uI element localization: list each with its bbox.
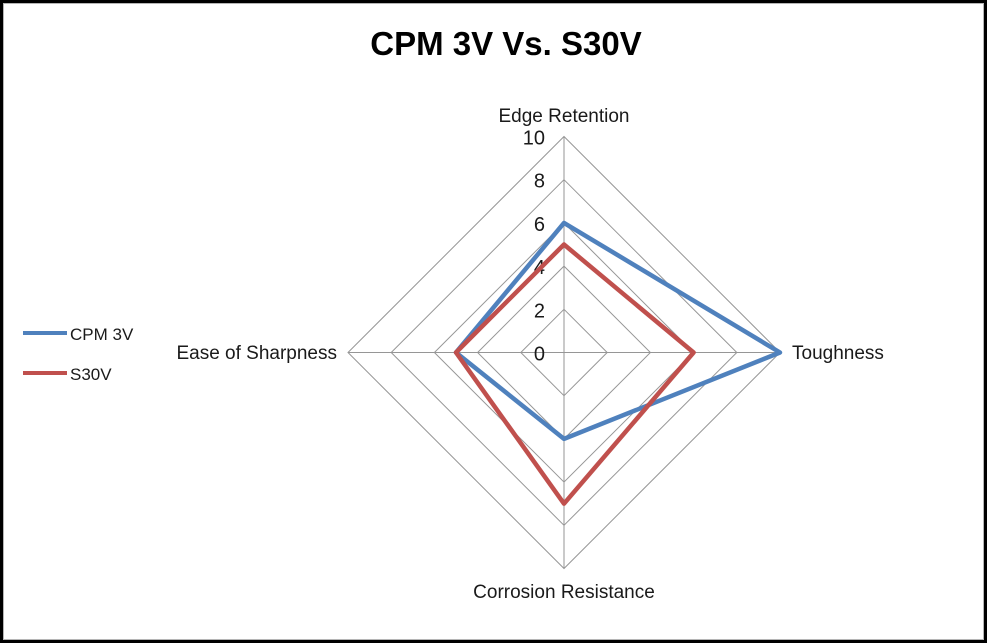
tick-label: 10 [523, 128, 545, 150]
legend-label-s30v: S30V [70, 365, 112, 384]
series-s30v [453, 242, 696, 506]
chart-title: CPM 3V Vs. S30V [370, 25, 641, 62]
tick-label: 6 [534, 214, 545, 236]
legend: CPM 3V S30V [23, 325, 134, 384]
radar-grid [347, 135, 781, 570]
axis-label-ease-of-sharpness: Ease of Sharpness [176, 343, 337, 364]
axis-label-toughness: Toughness [792, 343, 884, 364]
axis-label-edge-retention: Edge Retention [499, 106, 630, 127]
legend-label-cpm3v: CPM 3V [70, 325, 134, 344]
tick-label: 2 [534, 300, 545, 322]
legend-item-s30v: S30V [23, 365, 112, 384]
tick-label: 0 [534, 344, 545, 366]
tick-label: 8 [534, 171, 545, 193]
series-cpm-3v [453, 220, 783, 442]
radar-series [453, 220, 783, 506]
legend-item-cpm3v: CPM 3V [23, 325, 134, 344]
axis-label-corrosion-resistance: Corrosion Resistance [473, 582, 655, 603]
